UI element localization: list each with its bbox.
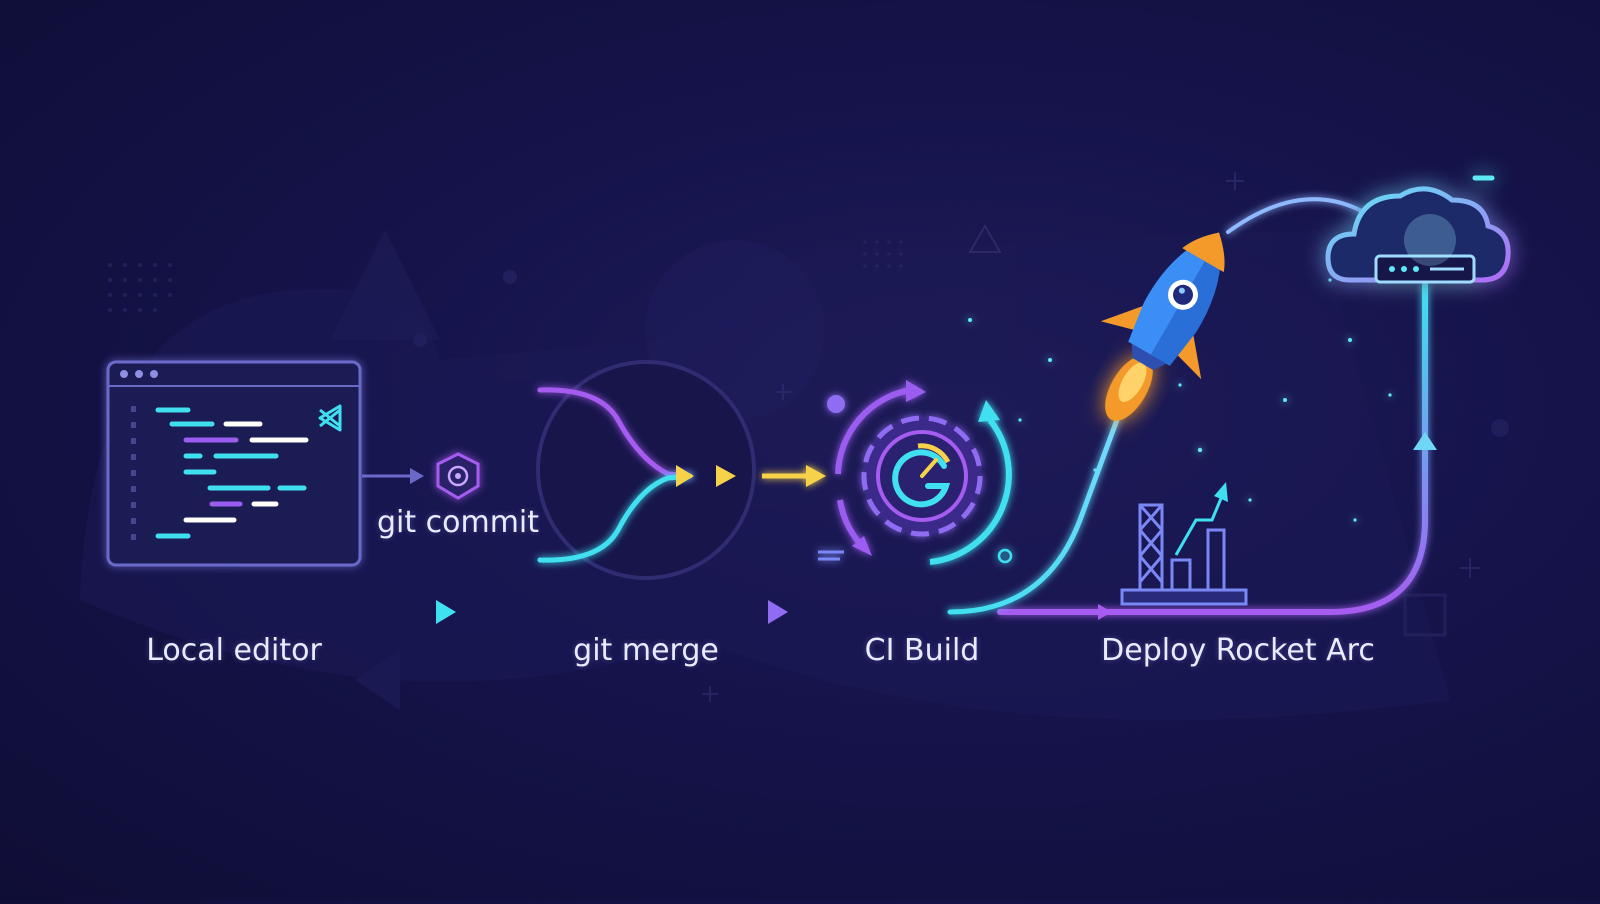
merge-branches-icon [536,360,756,580]
baseline-flow [94,282,1437,624]
up-arrow [1413,432,1437,450]
stage-label-deploy: Deploy Rocket Arc [1101,633,1375,668]
stage-label-ci-build: CI Build [864,633,980,668]
stage-label-git-merge: git merge [573,633,719,668]
rocket-icon [1100,232,1225,421]
code-editor-icon [106,360,362,567]
git-commit-icon [436,452,480,500]
stage-label-local-editor: Local editor [146,633,322,668]
vscode-logo-icon [318,404,342,432]
baseline-arrow-3 [1098,604,1112,620]
editor-to-commit-arrow [362,468,424,484]
baseline-arrow-2 [768,600,788,624]
rocket-arc-path [947,387,1131,615]
git-commit-label: git commit [376,505,540,540]
launch-tower-icon [1120,482,1248,606]
cloud-server-icon [1325,175,1511,284]
baseline-arrow-1 [436,600,456,624]
merge-to-build-arrow [762,465,826,487]
sparkles [968,278,1392,522]
gear-sync-icon [818,380,1013,565]
